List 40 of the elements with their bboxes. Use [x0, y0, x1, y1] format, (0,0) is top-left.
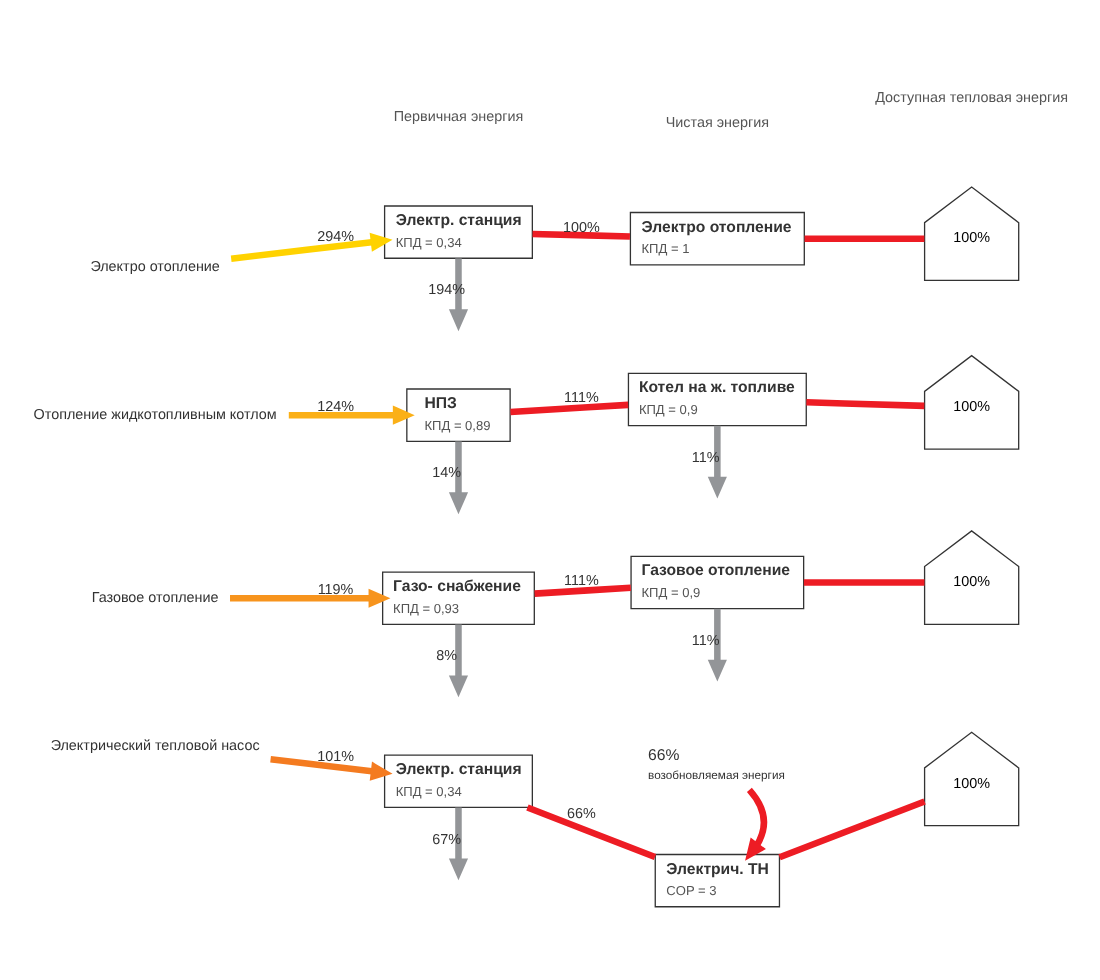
connector: [534, 583, 631, 596]
arrow: [707, 424, 727, 498]
node-text: Электрический тепловой насос: [50, 734, 260, 753]
edge-label: 124%: [317, 395, 354, 414]
arrow: [230, 587, 391, 607]
edge-label: 294%: [317, 226, 354, 245]
node-text: Газовое отопление: [91, 586, 219, 605]
edge-label: 11%: [691, 446, 720, 465]
arrow: [448, 257, 469, 331]
node-text: Электро отопление: [90, 256, 220, 275]
connector: [510, 400, 629, 415]
edge-label: 194%: [428, 279, 466, 298]
label: Чистая энергия: [665, 112, 770, 131]
edge-label: 14%: [432, 462, 462, 481]
edge-label: 67%: [432, 828, 462, 847]
connector: [532, 229, 631, 239]
edge-label: 66%: [566, 802, 596, 821]
arrow: [230, 231, 393, 261]
edge-label: 101%: [317, 746, 354, 765]
connector: [803, 578, 925, 585]
arrow: [448, 440, 469, 514]
edge-label: 100%: [562, 216, 600, 235]
edge-label: 119%: [317, 579, 354, 598]
label: Доступная тепловая энергия: [875, 87, 1069, 106]
edge-label: 8%: [436, 645, 458, 664]
arrow: [288, 404, 415, 424]
arrow: [270, 755, 393, 780]
label: Первичная энергия: [393, 105, 524, 124]
arrow: [707, 607, 727, 681]
connector: [804, 234, 925, 241]
connector: [806, 397, 925, 409]
edge-label: 111%: [564, 386, 599, 405]
arrow: [448, 623, 469, 697]
connector: [778, 797, 926, 860]
arrow: [745, 786, 768, 860]
arrow: [448, 806, 469, 880]
connector: [526, 803, 657, 859]
edge-label: 11%: [691, 629, 720, 648]
node-text: Отопление жидкотопливным котлом: [33, 403, 277, 422]
edge-label: 111%: [564, 569, 599, 588]
